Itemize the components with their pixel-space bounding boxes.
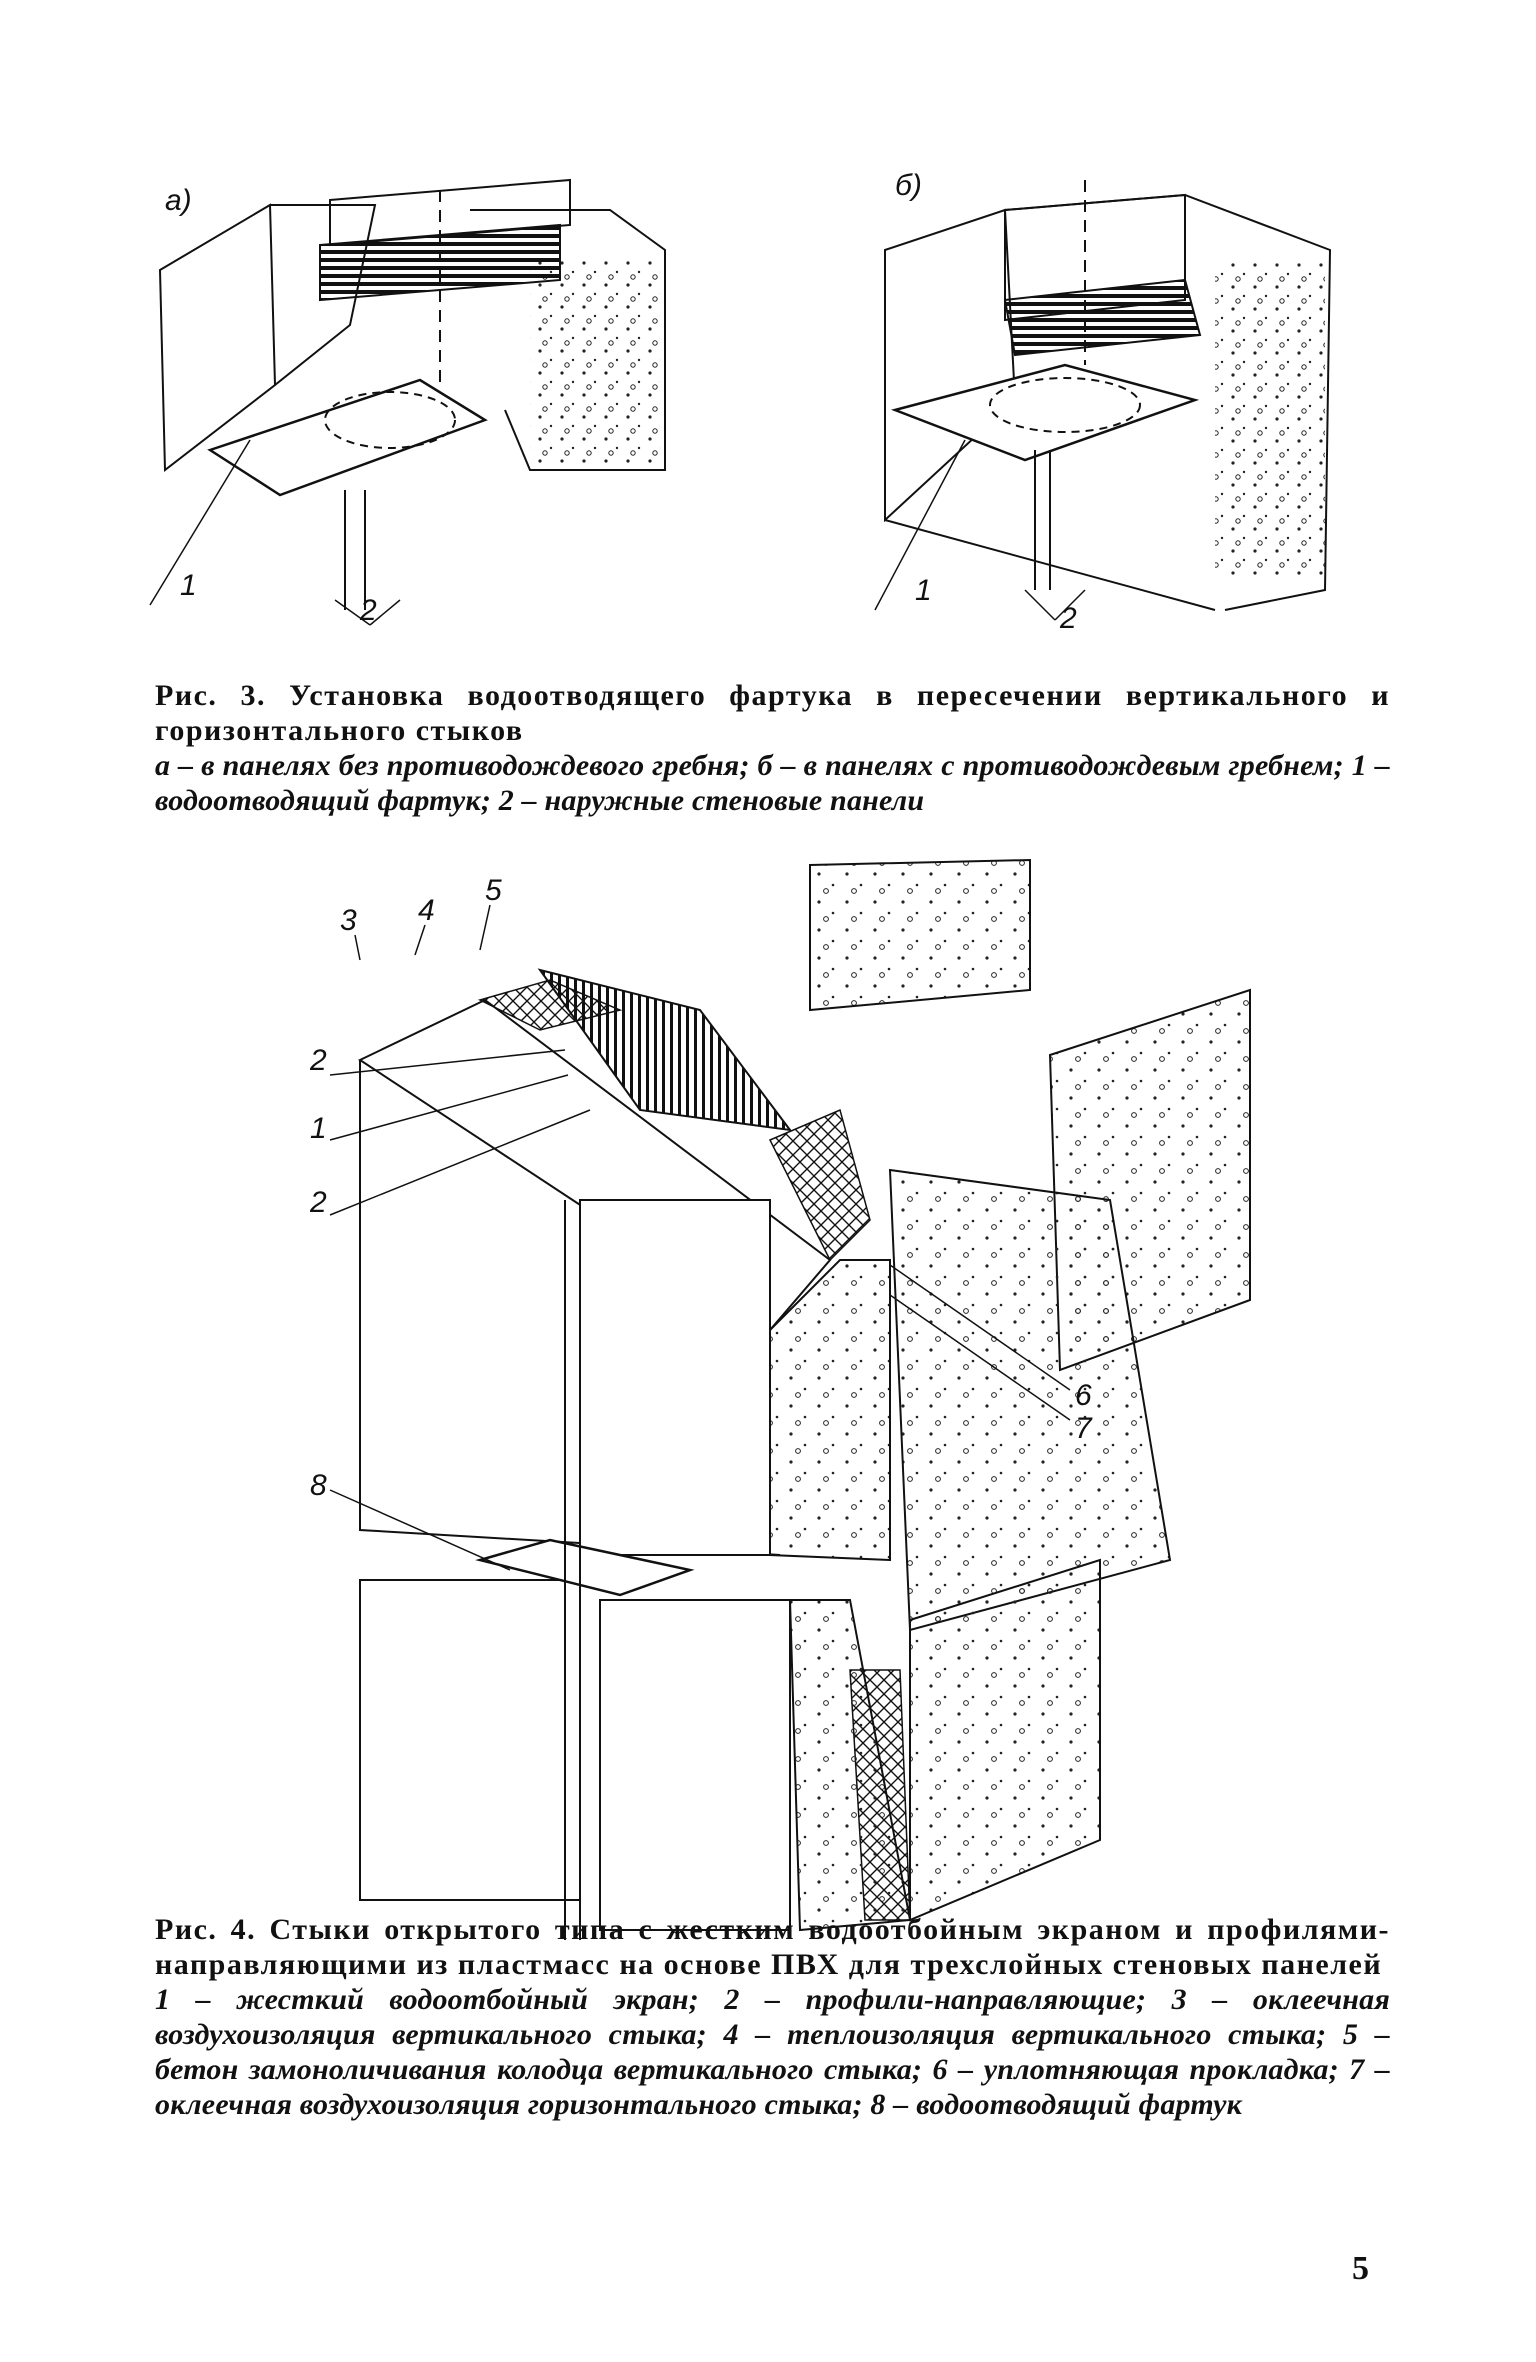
fig4-callout-4: 4: [418, 894, 435, 927]
caption-fig-4-legend: 1 – жесткий водоотбойный экран; 2 – проф…: [155, 1983, 1390, 2121]
page-number: 5: [1352, 2250, 1369, 2287]
figure-3b: б) 1 2: [855, 150, 1405, 650]
figure-3a: a) 1 2: [140, 170, 740, 650]
fig4-callout-6: 6: [1075, 1379, 1092, 1412]
fig3a-label: a): [165, 184, 192, 217]
fig3a-callout-2: 2: [359, 594, 377, 627]
fig4-callout-5: 5: [485, 874, 502, 907]
caption-fig-3: Рис. 3. Установка водоотводящего фартука…: [155, 678, 1390, 818]
caption-fig-3-legend: а – в панелях без противодождевого гребн…: [155, 749, 1390, 817]
fig4-callout-2a: 2: [310, 1044, 327, 1077]
fig3a-callout-1: 1: [180, 569, 197, 602]
fig3b-callout-1: 1: [915, 574, 932, 607]
fig4-callout-7: 7: [1075, 1412, 1093, 1445]
fig4-callout-1: 1: [310, 1112, 327, 1145]
caption-fig-4: Рис. 4. Стыки открытого типа с жестким в…: [155, 1912, 1390, 2122]
fig3b-callout-2: 2: [1059, 602, 1077, 635]
fig3b-label: б): [895, 169, 922, 202]
fig4-callout-3: 3: [340, 904, 357, 937]
figure-4: 3 4 5 2 1 2 6 7 8: [310, 840, 1270, 1960]
fig4-callout-8: 8: [310, 1469, 327, 1502]
fig4-callout-2b: 2: [310, 1186, 327, 1219]
caption-fig-3-title: Рис. 3. Установка водоотводящего фартука…: [155, 679, 1390, 747]
caption-fig-4-title: Рис. 4. Стыки открытого типа с жестким в…: [155, 1913, 1390, 1981]
